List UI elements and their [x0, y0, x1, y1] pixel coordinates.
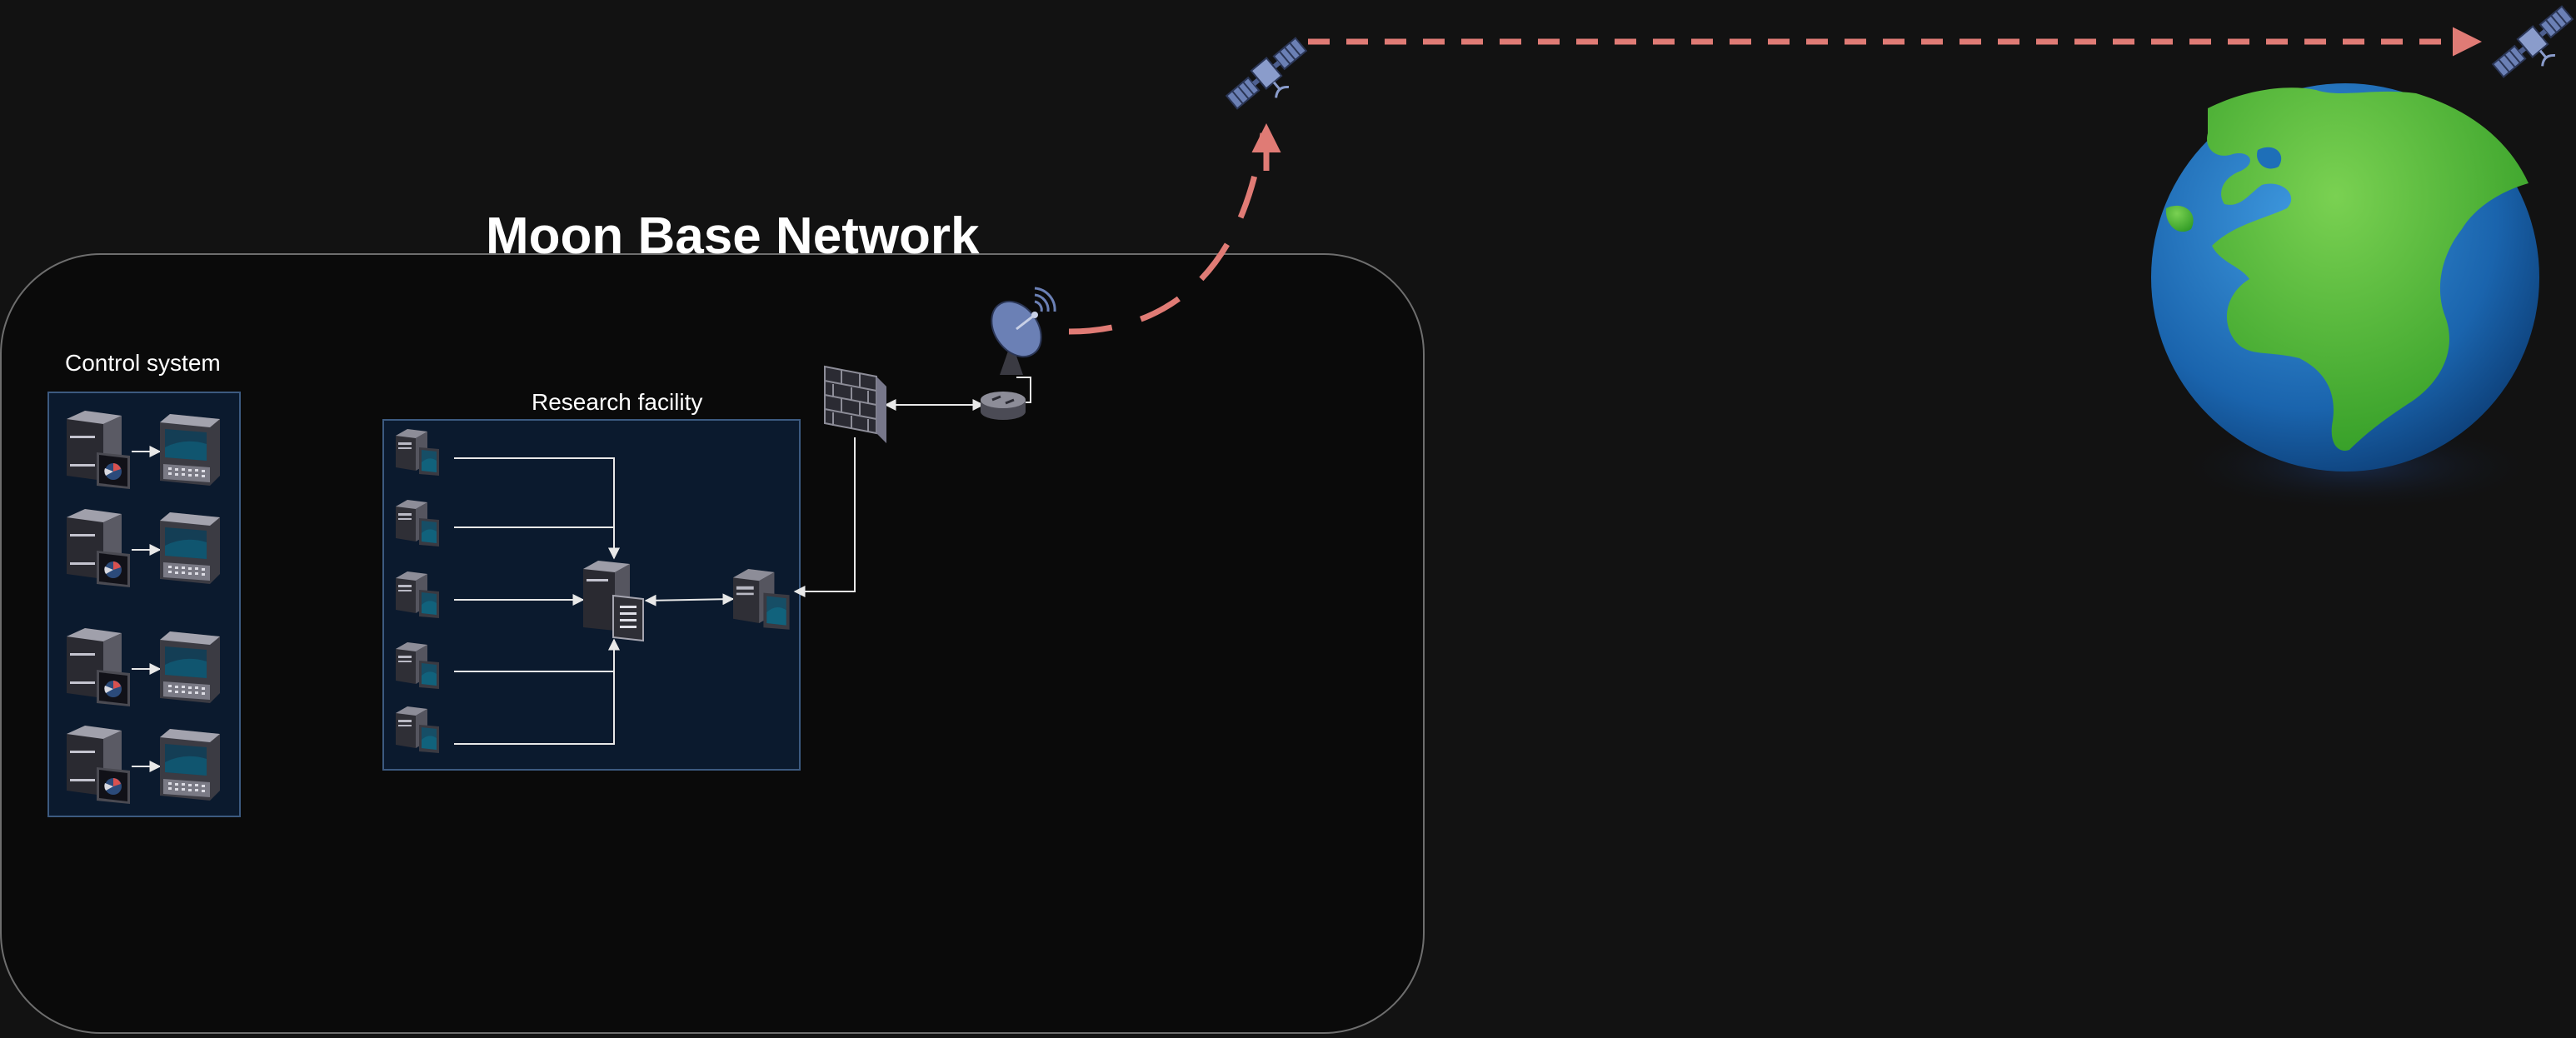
page-title: Moon Base Network [486, 207, 980, 265]
research-links [454, 377, 1031, 745]
satellite-icon[interactable] [2489, 2, 2576, 92]
research-facility-label: Research facility [532, 389, 703, 415]
router-icon[interactable] [981, 392, 1026, 420]
satellite-icon[interactable] [1223, 34, 1319, 123]
control-system-label: Control system [65, 350, 221, 376]
control-monitor-icon[interactable] [160, 414, 220, 486]
control-monitor-icon[interactable] [160, 631, 220, 703]
earth-globe [2151, 83, 2539, 512]
control-monitor-icon[interactable] [160, 512, 220, 584]
firewall-icon[interactable] [824, 365, 886, 443]
uplink-path [1068, 132, 1266, 335]
satellite-dish-icon[interactable] [981, 287, 1056, 375]
control-links [132, 446, 162, 772]
control-monitor-icon[interactable] [160, 729, 220, 801]
server-icon[interactable] [583, 561, 644, 642]
